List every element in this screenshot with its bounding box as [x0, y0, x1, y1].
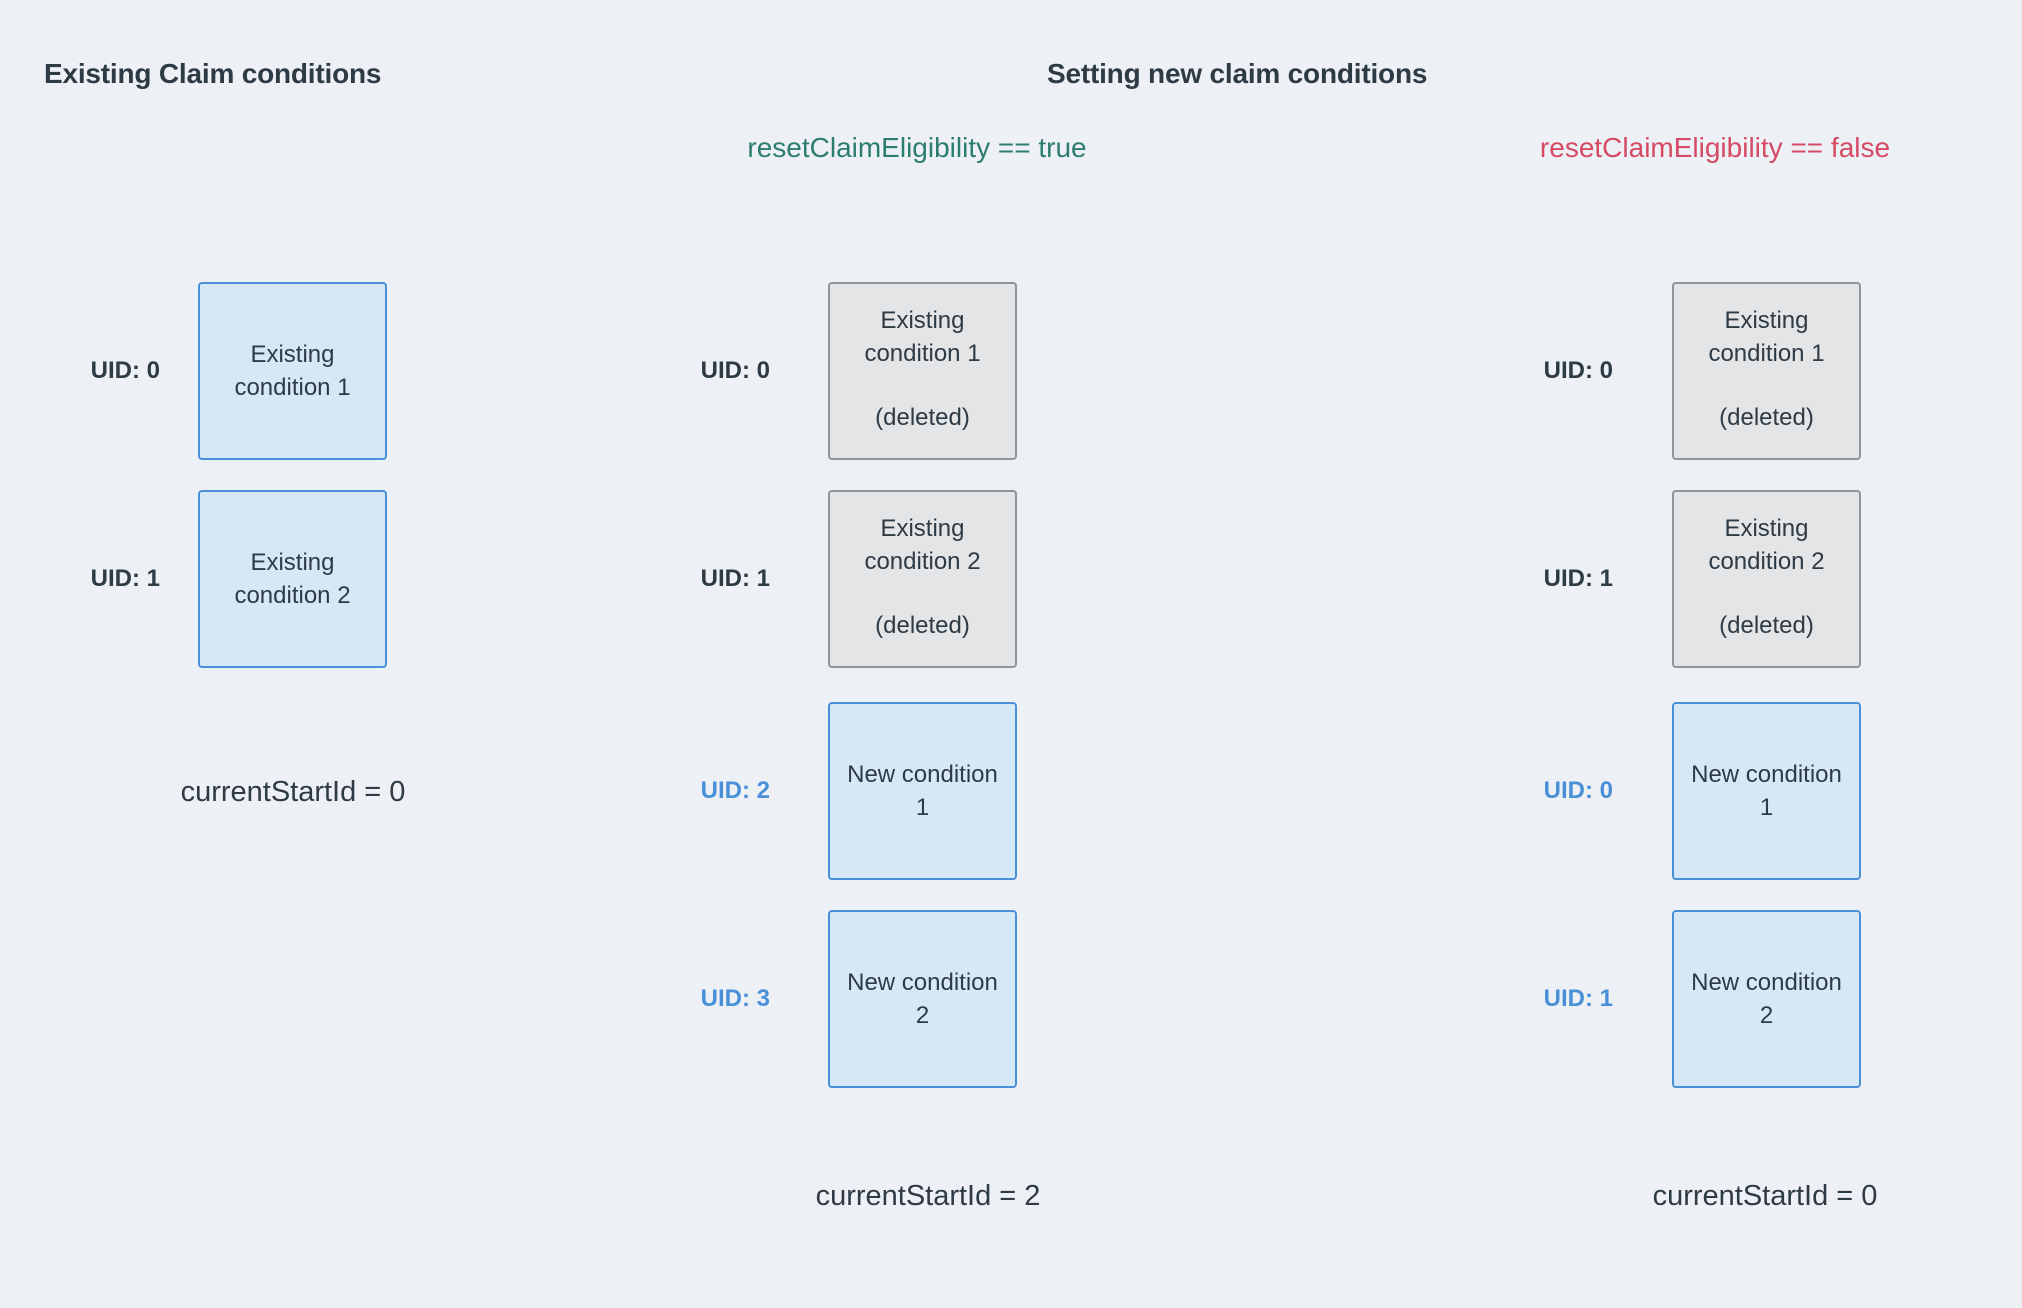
reset-claim-eligibility-true-label: resetClaimEligibility == true [747, 132, 1087, 163]
uid-label: UID: 3 [700, 985, 770, 1012]
condition-line2: 1 [1759, 794, 1774, 821]
condition-line1: Existing [250, 549, 335, 576]
reset-claim-eligibility-false-label: resetClaimEligibility == false [1539, 132, 1891, 163]
condition-line1: New condition [1691, 761, 1842, 788]
currentstartid-label: currentStartId = 0 [180, 776, 406, 808]
condition-line1: New condition [847, 969, 998, 996]
condition-line2: 2 [915, 1002, 930, 1029]
condition-line2: condition 1 [1708, 340, 1825, 367]
condition-box-label: New condition 1 [847, 758, 998, 824]
condition-line2: condition 2 [1708, 548, 1825, 575]
condition-box-label: Existing condition 1 [864, 304, 980, 370]
condition-line2: 2 [1759, 1002, 1774, 1029]
deleted-label: (deleted) [1719, 404, 1814, 431]
condition-line2: condition 1 [234, 374, 351, 401]
condition-line2: condition 1 [864, 340, 981, 367]
deleted-label: (deleted) [875, 612, 970, 639]
condition-box-label: New condition 1 [1691, 758, 1842, 824]
condition-line1: Existing [1724, 515, 1809, 542]
deleted-label: (deleted) [1719, 612, 1814, 639]
uid-label: UID: 0 [700, 357, 770, 384]
currentstartid-label: currentStartId = 0 [1652, 1180, 1878, 1212]
uid-label: UID: 2 [700, 777, 770, 804]
condition-box: New condition 1 [1672, 702, 1861, 880]
condition-box-label: Existing condition 2 [234, 546, 350, 612]
condition-box: New condition 1 [828, 702, 1017, 880]
condition-box: New condition 2 [828, 910, 1017, 1088]
condition-box: Existing condition 1 [198, 282, 387, 460]
condition-line2: condition 2 [234, 582, 351, 609]
uid-label: UID: 1 [1543, 985, 1613, 1012]
condition-box-deleted: Existing condition 1 (deleted) [1672, 282, 1861, 460]
condition-box-label: Existing condition 2 [864, 512, 980, 578]
condition-box-deleted: Existing condition 2 (deleted) [828, 490, 1017, 668]
condition-line2: 1 [915, 794, 930, 821]
deleted-label: (deleted) [875, 404, 970, 431]
condition-box-label: New condition 2 [847, 966, 998, 1032]
existing-claim-conditions-title: Existing Claim conditions [44, 58, 382, 89]
condition-line1: Existing [250, 341, 335, 368]
currentstartid-label: currentStartId = 2 [815, 1180, 1041, 1212]
condition-box: Existing condition 2 [198, 490, 387, 668]
setting-new-claim-conditions-title: Setting new claim conditions [1047, 58, 1428, 89]
condition-line1: New condition [1691, 969, 1842, 996]
uid-label: UID: 0 [1543, 357, 1613, 384]
condition-line1: New condition [847, 761, 998, 788]
condition-box-deleted: Existing condition 1 (deleted) [828, 282, 1017, 460]
condition-box-label: New condition 2 [1691, 966, 1842, 1032]
uid-label: UID: 1 [90, 565, 160, 592]
condition-box-label: Existing condition 1 [234, 338, 350, 404]
condition-box-deleted: Existing condition 2 (deleted) [1672, 490, 1861, 668]
uid-label: UID: 1 [1543, 565, 1613, 592]
condition-line1: Existing [1724, 307, 1809, 334]
condition-box-label: Existing condition 1 [1708, 304, 1824, 370]
condition-box: New condition 2 [1672, 910, 1861, 1088]
condition-box-label: Existing condition 2 [1708, 512, 1824, 578]
condition-line2: condition 2 [864, 548, 981, 575]
condition-line1: Existing [880, 515, 965, 542]
uid-label: UID: 1 [700, 565, 770, 592]
uid-label: UID: 0 [90, 357, 160, 384]
uid-label: UID: 0 [1543, 777, 1613, 804]
condition-line1: Existing [880, 307, 965, 334]
